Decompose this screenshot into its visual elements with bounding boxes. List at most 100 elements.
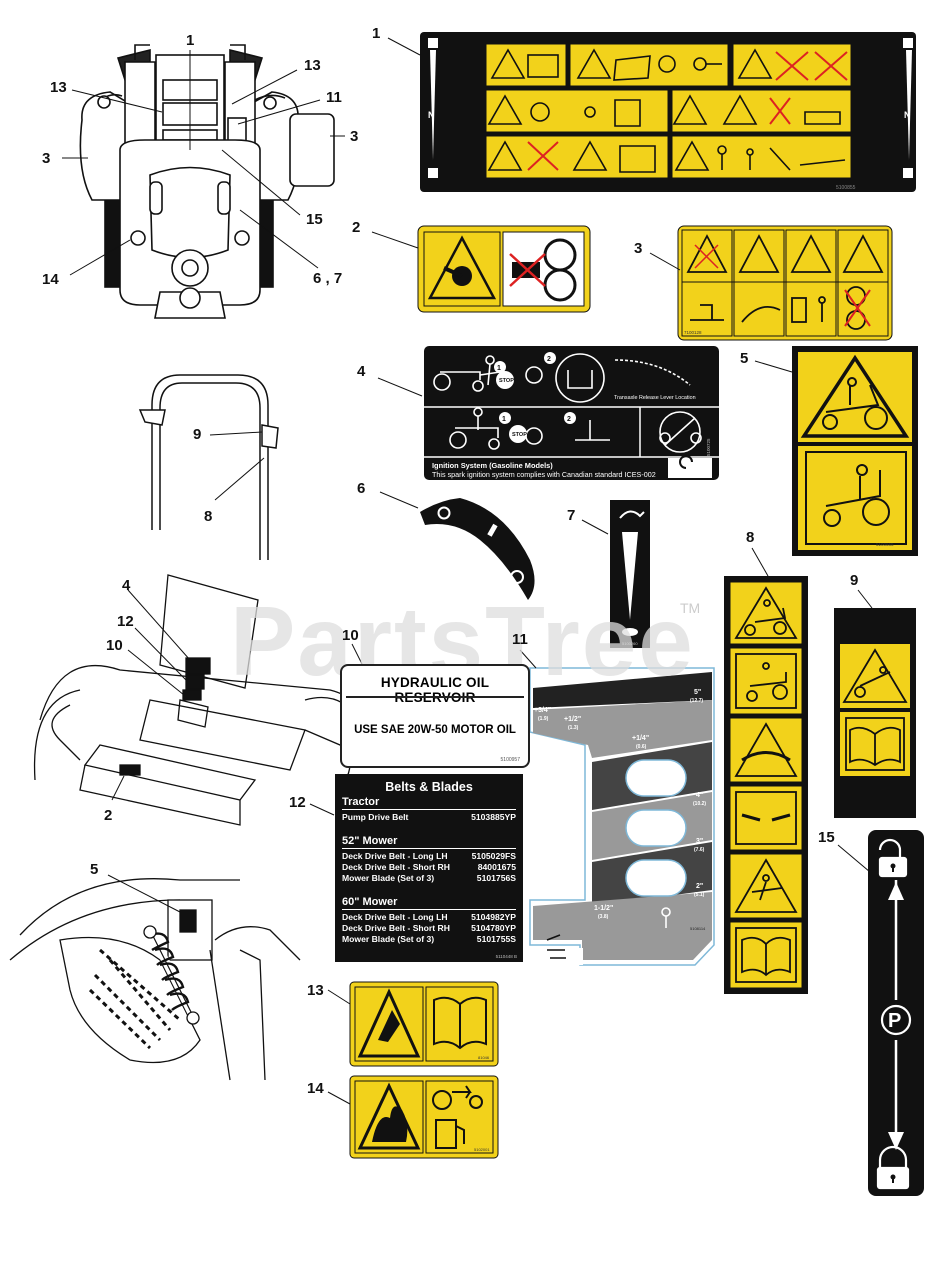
callout-5: 5 <box>90 861 99 878</box>
decal-11-s4: 4" <box>696 792 703 799</box>
decal-1-part-number: 5100855 <box>836 185 856 191</box>
seat-area-view <box>33 574 363 826</box>
decal-10-text: USE SAE 20W-50 MOTOR OIL <box>354 724 516 736</box>
decal-11-s3: 3" <box>696 838 703 845</box>
decal-3-number: 3 <box>634 240 643 257</box>
decal-4-step-2b: 2 <box>567 416 571 423</box>
callout-14: 14 <box>42 271 59 288</box>
decal-4-number: 4 <box>357 363 366 380</box>
decal-5: 5100665 <box>792 346 918 556</box>
callout-12: 12 <box>117 613 134 630</box>
decal-6 <box>420 498 535 600</box>
suspension-view <box>9 878 301 1081</box>
decal-4-ignition-title: Ignition System (Gasoline Models) <box>432 461 553 470</box>
decal-9-number: 9 <box>850 572 859 589</box>
callout-15: 15 <box>306 211 323 228</box>
decal-2-number: 2 <box>352 219 361 236</box>
decal-11-part-number: 5108114 <box>690 926 706 931</box>
decal-11-h2-cm: (1.3) <box>568 725 579 731</box>
decal-10-rule <box>346 696 524 698</box>
callout-11: 11 <box>326 89 342 106</box>
decal-8 <box>724 576 808 994</box>
decal-7-number: 7 <box>567 507 576 524</box>
decal-4-ignition-body: This spark ignition system complies with… <box>432 470 656 479</box>
decal-14: 5102001 <box>349 1075 499 1159</box>
decal-13: 81046 <box>349 981 499 1067</box>
callout-1: 1 <box>186 32 195 49</box>
seat-leaders <box>111 589 191 801</box>
decal-11-s15-cm: (3.8) <box>598 914 609 920</box>
decal-11-s2-cm: (5.1) <box>694 892 705 898</box>
tractor-leaders <box>62 50 345 276</box>
svg-text:P: P <box>888 1010 901 1032</box>
callout-4: 4 <box>122 577 131 594</box>
decal-11-s3-cm: (7.6) <box>694 847 705 853</box>
decal-7-part-number: 5100260 <box>622 641 638 646</box>
decal-5-part-number: 5100665 <box>876 542 894 547</box>
decal-11-header: " = INCHES ( ) = CM <box>535 676 600 683</box>
callout-8: 8 <box>204 508 213 525</box>
watermark-tm: TM <box>680 600 701 616</box>
decal-9 <box>834 608 916 818</box>
decal-4-release-text: Transaxle Release Lever Location <box>614 395 696 401</box>
handle-assembly <box>138 374 279 560</box>
tractor-top-view <box>79 44 335 319</box>
decal-4-stop-1: STOP <box>499 378 514 384</box>
decal-13-part-number: 81046 <box>478 1055 490 1060</box>
decal-1-number: 1 <box>372 25 381 42</box>
decal-12-number: 12 <box>289 794 306 811</box>
decal-10: HYDRAULIC OIL RESERVOIR USE SAE 20W-50 M… <box>340 664 530 768</box>
callout-13: 13 <box>50 79 67 96</box>
decal-12-section-tractor: Tractor <box>342 796 516 810</box>
decal-5-number: 5 <box>740 350 749 367</box>
decal-4-step-1b: 1 <box>502 416 506 423</box>
decal-10-part-number: 5100957 <box>500 757 520 763</box>
svg-text:N: N <box>904 110 911 120</box>
decal-12-section-52: 52" Mower <box>342 835 516 849</box>
decal-12-section-60: 60" Mower <box>342 896 516 910</box>
decal-15: P <box>868 830 924 1196</box>
decal-3: 7100128 <box>677 225 893 341</box>
decal-7: 5100260 <box>610 500 650 648</box>
decal-2 <box>417 225 591 313</box>
decal-14-number: 14 <box>307 1080 324 1097</box>
decal-11-s4-cm: (10.2) <box>693 801 706 807</box>
callout-10: 10 <box>106 637 123 654</box>
decal-4: 1 2 1 2 STOP STOP Transaxle Release Leve… <box>424 346 719 480</box>
decal-4-stop-2: STOP <box>512 432 527 438</box>
decal-8-number: 8 <box>746 529 755 546</box>
decal-11-number: 11 <box>512 631 528 648</box>
decal-4-part-number: 5100725 <box>706 438 711 456</box>
decal-11-s15: 1-1/2" <box>594 905 613 912</box>
decal-11-s5: 5" <box>694 689 701 696</box>
decal-12-row: Mower Blade (Set of 3)5101755S <box>342 934 516 944</box>
decal-13-number: 13 <box>307 982 324 999</box>
callout-13: 13 <box>304 57 321 74</box>
decal-11-h3: +1/4" <box>632 735 649 742</box>
decal-11-s2: 2" <box>696 883 703 890</box>
decal-11-h1-cm: (1.9) <box>538 716 549 722</box>
callout-6-7: 6 , 7 <box>313 270 343 287</box>
decal-12-title: Belts & Blades <box>385 780 473 794</box>
decal-11: " = INCHES ( ) = CM +3/4" (1.9) +1/2" (1… <box>529 667 715 966</box>
decal-10-number: 10 <box>342 627 359 644</box>
decal-11-h2: +1/2" <box>564 716 581 723</box>
decal-15-number: 15 <box>818 829 835 846</box>
callout-2: 2 <box>104 807 113 824</box>
callout-3: 3 <box>350 128 359 145</box>
decal-11-h3-cm: (0.6) <box>636 744 647 750</box>
callout-9: 9 <box>193 426 202 443</box>
callout-3: 3 <box>42 150 51 167</box>
decal-4-step-2a: 2 <box>547 356 551 363</box>
decal-3-part-number: 7100128 <box>684 330 702 335</box>
decal-11-h1: +3/4" <box>534 707 551 714</box>
decal-4-ignition-text: Ignition System (Gasoline Models) This s… <box>432 461 656 479</box>
decal-12-row: Mower Blade (Set of 3)5101756S <box>342 873 516 883</box>
